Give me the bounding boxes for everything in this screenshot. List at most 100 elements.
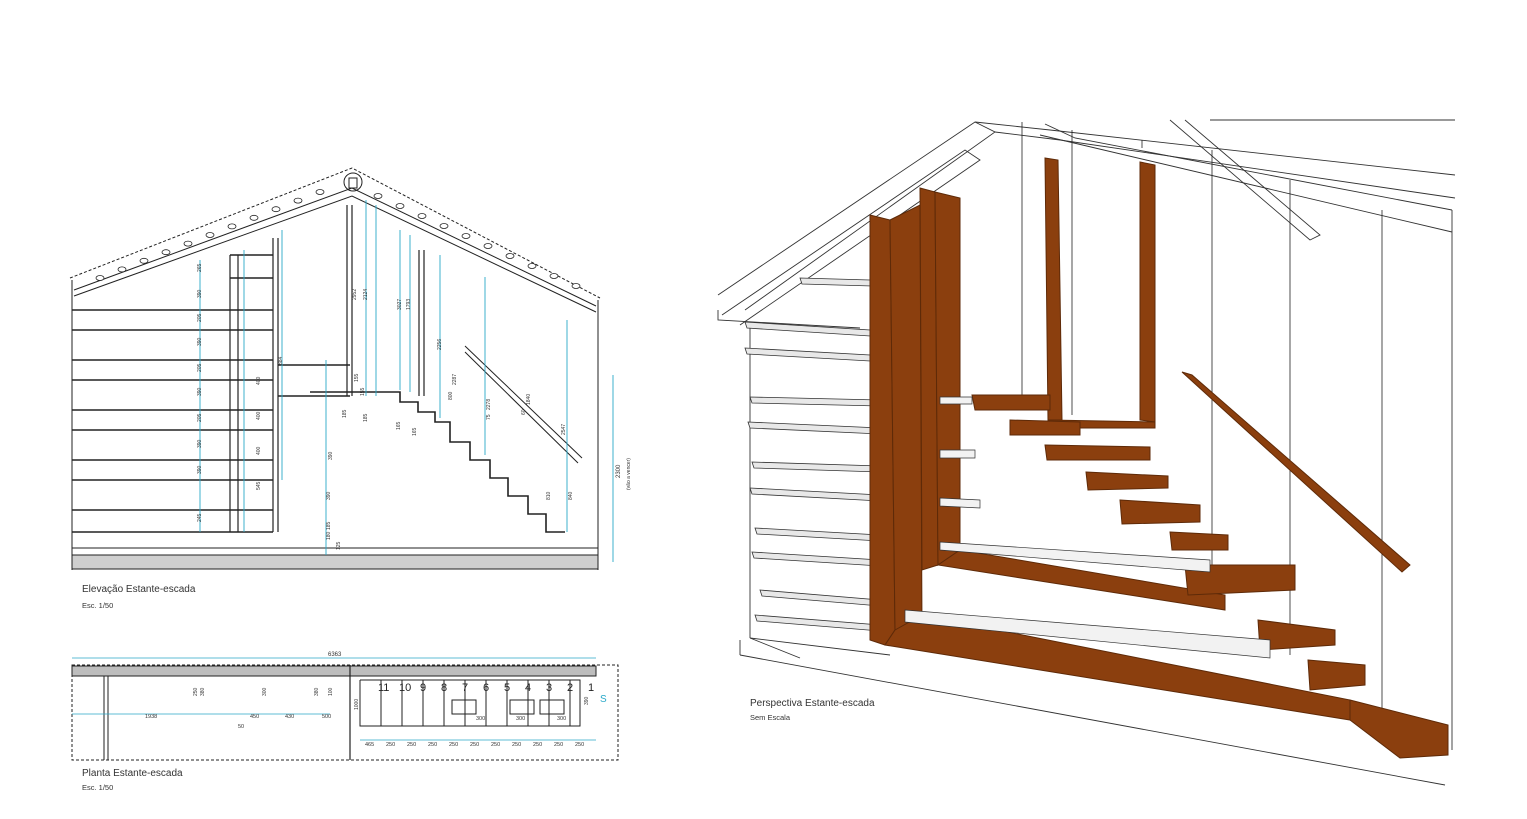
plan-left-dimension: 430: [285, 714, 294, 720]
column-label: 800: [448, 391, 454, 400]
total-height-note: (vão a vencer): [626, 458, 632, 490]
grey-shelf: [751, 551, 881, 567]
grey-shelf: [754, 614, 881, 632]
tread-top: [939, 541, 1211, 573]
elevation-scale: Esc. 1/50: [82, 601, 114, 610]
column-label: 75: [486, 414, 492, 420]
elevation-title: Elevação Estante-escada: [82, 584, 196, 595]
plan-step-number: 6: [483, 682, 489, 694]
roof-tile: [373, 193, 383, 199]
plan-step-number: 8: [441, 682, 447, 694]
stair-treads: [971, 394, 1449, 759]
plan-step-number: 11: [378, 682, 389, 694]
plan-step-number: 3: [546, 682, 552, 694]
roof-tile: [183, 240, 193, 247]
plan-depth-dimension: 100: [328, 687, 334, 696]
column-label: 60: [521, 409, 527, 415]
roof-tile: [271, 206, 281, 213]
column-label: 2952: [352, 289, 358, 300]
plan-step-notch: [509, 699, 535, 715]
plan-step-boxes: [359, 680, 571, 726]
shelf-height-label: 205: [197, 363, 203, 372]
stair-tread: [1044, 444, 1151, 461]
ridge-cap: [343, 172, 363, 192]
column-label: 810: [546, 491, 552, 500]
plan-step-depth: 300: [476, 716, 485, 722]
roof-tile: [417, 213, 427, 219]
column-label: 2124: [363, 289, 369, 300]
roof-tile: [293, 197, 303, 204]
elevation-caption: Elevação Estante-escada Esc. 1/50: [82, 584, 195, 610]
roof-tile: [549, 273, 559, 279]
plan-step-notch: [539, 699, 565, 715]
plan-step-depth: 300: [516, 716, 525, 722]
plan-step-number: 9: [420, 682, 426, 694]
plan-step-notch: [451, 699, 477, 715]
stair-tread: [971, 394, 1051, 411]
grey-shelf: [799, 277, 873, 287]
roof-tiles: [95, 189, 581, 289]
plan-step-number: 10: [399, 682, 411, 694]
column-label: 155: [360, 387, 366, 396]
plan-step-depth: 300: [557, 716, 566, 722]
roof-tile: [161, 249, 171, 256]
plan-left-dimension: 1938: [145, 714, 157, 720]
plan-step-dimension: 250: [428, 742, 437, 748]
grey-shelf: [749, 396, 881, 407]
dimension-lines: [199, 200, 614, 562]
shelf-lines: [72, 254, 350, 533]
column-label: 1840: [526, 394, 532, 405]
column-label: 400: [256, 376, 262, 385]
shelf-height-label: 265: [197, 263, 203, 272]
plan-step-number: 1: [588, 682, 594, 694]
vertical-posts: [229, 205, 425, 532]
grey-shelf: [744, 347, 871, 362]
shelf-height-label: 205: [197, 413, 203, 422]
roof-tile: [95, 275, 105, 281]
roof-tile: [139, 257, 149, 264]
plan-depth-dimension: 380: [314, 687, 320, 696]
stair-tread: [1085, 471, 1169, 491]
column-label: 165: [396, 421, 402, 430]
plan-step-dimension: 250: [491, 742, 500, 748]
shelf-height-label: 390: [197, 439, 203, 448]
roof-tile: [315, 189, 325, 195]
roof-tile: [249, 214, 259, 221]
stair-tread: [1009, 419, 1081, 436]
stair-profile: [310, 391, 565, 533]
plan-step-dimension: 465: [365, 742, 374, 748]
column-label: 390: [326, 491, 332, 500]
total-height-label: 2300: [616, 464, 622, 478]
plan-direction-mark: S: [600, 694, 607, 705]
column-label: 545: [256, 481, 262, 490]
plan-step-number: 7: [462, 682, 468, 694]
column-label: 185: [363, 413, 369, 422]
grey-shelf: [754, 527, 881, 542]
plan-step-dimension: 250: [533, 742, 542, 748]
perspective-title: Perspectiva Estante-escada: [750, 698, 875, 709]
column-label: 1793: [406, 299, 412, 310]
grey-shelf: [749, 487, 881, 502]
stair-tread: [1184, 564, 1296, 596]
plan-step-dimension: 250: [554, 742, 563, 748]
shelf-height-label: 390: [197, 337, 203, 346]
column-label: 400: [256, 446, 262, 455]
plan-step-number: 5: [504, 682, 510, 694]
column-label: 3027: [397, 299, 403, 310]
plan-depth-dimension: 300: [262, 687, 268, 696]
plan-depth-dimension: 380: [200, 687, 206, 696]
plan-step-number: 2: [567, 682, 573, 694]
stair-tread: [1307, 659, 1366, 691]
column-label: 840: [568, 491, 574, 500]
plan-step-dimension: 250: [575, 742, 584, 748]
plan-step-dimension: 250: [470, 742, 479, 748]
column-label: 2278: [486, 399, 492, 410]
tread-top: [939, 449, 976, 459]
shelf-height-label: 205: [197, 313, 203, 322]
tread-top: [939, 497, 981, 509]
handrail: [464, 345, 583, 464]
plan-step-depths: 300 300 300: [476, 716, 566, 722]
column-label: 400: [256, 411, 262, 420]
